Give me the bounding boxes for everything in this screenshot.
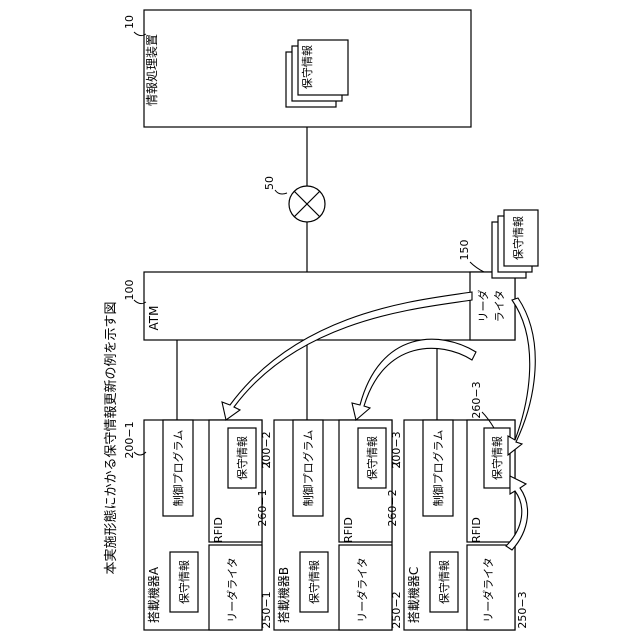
server-doc-stack xyxy=(286,40,348,107)
device-a-ref: 200−1 xyxy=(123,421,136,458)
device-b-reader-writer-label: リーダライタ xyxy=(355,557,369,623)
device-b-rfid-label: RFID xyxy=(342,517,355,543)
device-a-rfid-doc-label: 保守情報 xyxy=(235,436,249,480)
device-c-rfid-label: RFID xyxy=(470,517,483,543)
device-b-reader-writer-ref: 250−2 xyxy=(390,591,403,628)
atm-reader-writer-label-2: ライタ xyxy=(493,290,506,323)
device-a-label: 搭載機器A xyxy=(146,566,161,623)
atm-doc-label: 保守情報 xyxy=(511,216,525,260)
device-a-rfid-ref: 200−2 xyxy=(260,431,273,468)
device-a-reader-writer-ref: 250−1 xyxy=(260,591,273,628)
atm-reader-writer-ref-leader xyxy=(470,262,484,272)
device-c-rfid-ref: 260−3 xyxy=(470,381,483,418)
device-a-control-program-label: 制御プログラム xyxy=(171,430,185,507)
device-c: 搭載機器C 制御プログラム RFID 保守情報 260−3 リーダライタ 保守情… xyxy=(404,381,529,630)
server-ref: 10 xyxy=(123,15,136,29)
device-b-control-program-label: 制御プログラム xyxy=(301,430,315,507)
device-a-rfid-label: RFID xyxy=(212,517,225,543)
network-ref-leader xyxy=(275,190,287,194)
device-c-reader-writer-ref: 250−3 xyxy=(516,591,529,628)
server-doc-label: 保守情報 xyxy=(300,45,314,89)
device-a-reader-writer-label: リーダライタ xyxy=(225,557,239,623)
device-c-control-program-label: 制御プログラム xyxy=(431,430,445,507)
device-c-reader-writer-label: リーダライタ xyxy=(481,557,495,623)
device-a-rfid-doc-ref: 260−1 xyxy=(256,489,269,526)
atm-label: ATM xyxy=(147,306,161,331)
device-a: 搭載機器A 200−1 制御プログラム RFID 保守情報 200−2 260−… xyxy=(123,420,273,630)
device-c-reader-writer-doc-label: 保守情報 xyxy=(437,560,451,604)
atm-ref: 100 xyxy=(123,280,136,301)
update-arrow-to-b xyxy=(352,339,476,420)
figure-caption: 本実施形態にかかる保守情報更新の例を示す図 xyxy=(103,301,119,574)
device-b: 搭載機器B 制御プログラム RFID 保守情報 200−3 260−2 リーダラ… xyxy=(274,420,403,630)
server-label: 情報処理装置 xyxy=(145,34,159,106)
device-b-rfid-doc-label: 保守情報 xyxy=(365,436,379,480)
device-b-rfid-ref: 260−2 xyxy=(386,489,399,526)
device-b-label: 搭載機器B xyxy=(276,567,291,623)
atm-reader-writer-ref: 150 xyxy=(458,240,471,261)
device-b-ref: 200−3 xyxy=(390,431,403,468)
device-c-label: 搭載機器C xyxy=(406,567,421,623)
atm-reader-writer-label-1: リーダ xyxy=(476,290,490,323)
device-c-rfid-doc-label: 保守情報 xyxy=(490,436,504,480)
network-ref: 50 xyxy=(263,176,276,190)
device-a-reader-writer-doc-label: 保守情報 xyxy=(177,560,191,604)
device-b-reader-writer-doc-label: 保守情報 xyxy=(307,560,321,604)
